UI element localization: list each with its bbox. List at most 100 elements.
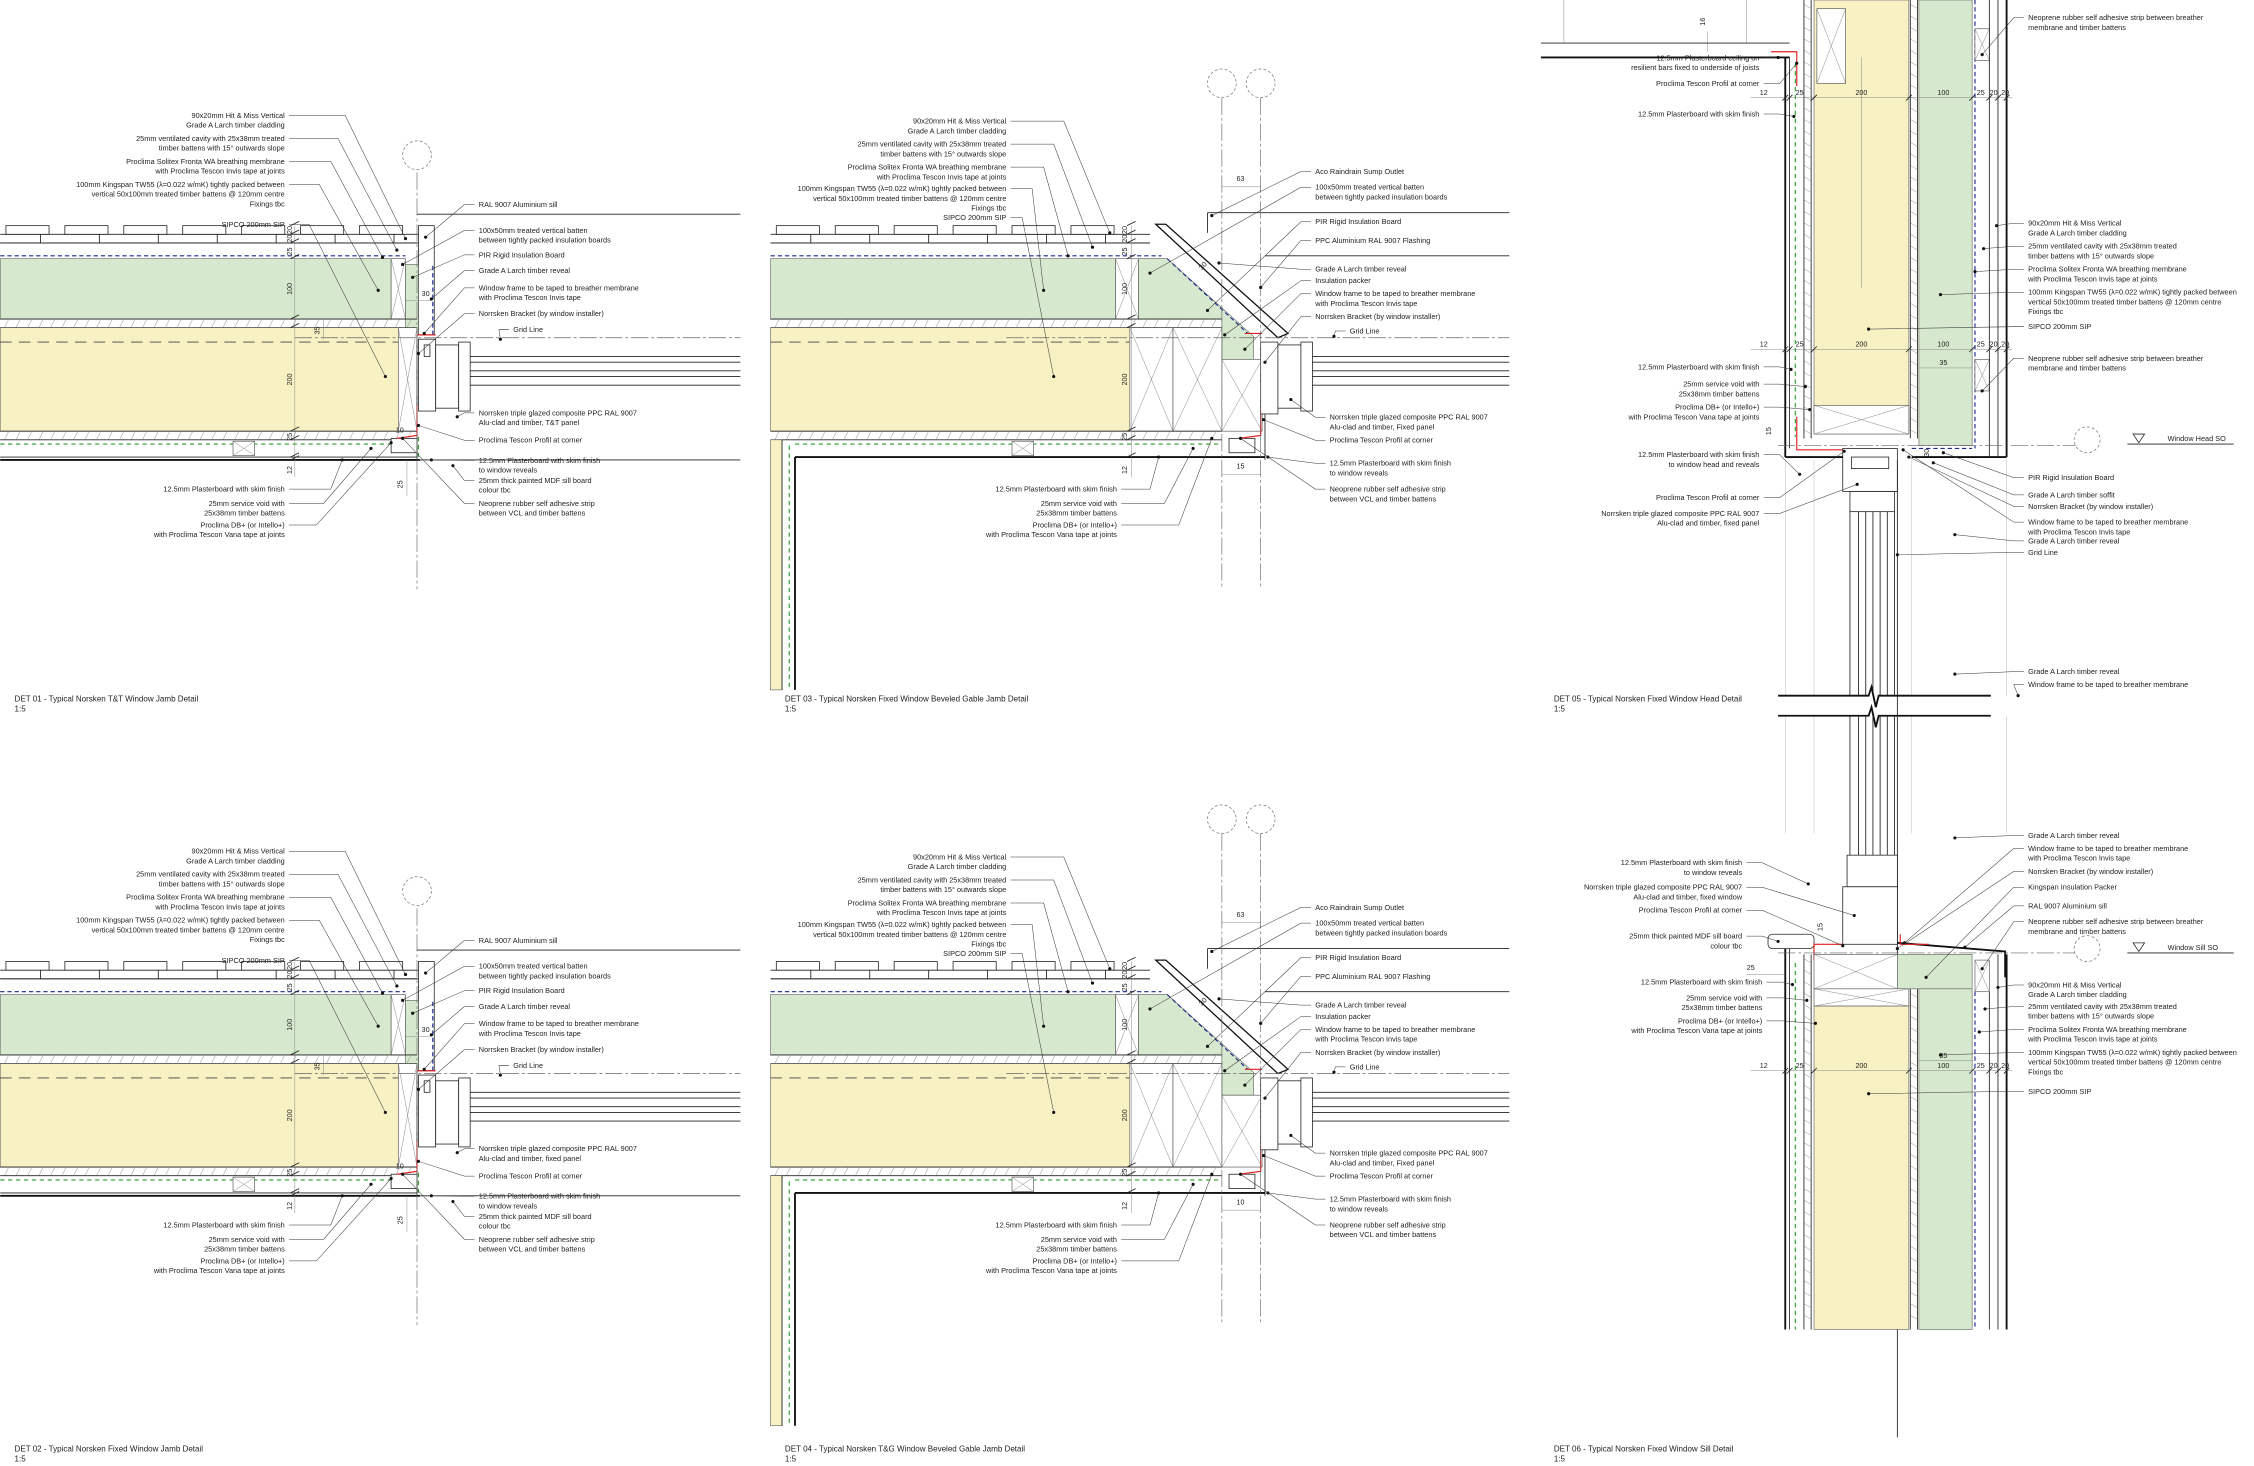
osb-hatch	[84, 318, 90, 328]
leader-dot	[1792, 114, 1796, 118]
osb-hatch	[1803, 4, 1812, 9]
osb-hatch	[50, 318, 56, 328]
dimension-value: 15	[1237, 463, 1245, 471]
leader-dot	[1205, 308, 1210, 313]
leader-line	[1121, 438, 1213, 526]
leader-dot	[1243, 347, 1247, 351]
osb-hatch	[1108, 431, 1113, 440]
osb-hatch	[924, 431, 929, 440]
break-line	[1778, 683, 1991, 708]
osb-hatch	[1910, 153, 1918, 159]
leader-line	[1746, 886, 1855, 916]
osb-hatch	[1085, 1166, 1090, 1176]
osb-hatch	[1188, 1054, 1194, 1064]
dimension-tick	[1968, 94, 1976, 101]
leader-dot	[1157, 455, 1161, 459]
dimension-tick	[290, 254, 300, 260]
osb-hatch	[222, 1166, 228, 1176]
osb-hatch	[188, 431, 193, 440]
leader-line	[1263, 1155, 1326, 1177]
osb-hatch	[947, 431, 952, 440]
annotation-label: SIPCO 200mm SIP	[2028, 1087, 2091, 1096]
osb-hatch	[901, 318, 906, 328]
leader-line	[1897, 552, 2024, 556]
dimension-value: 35	[313, 327, 321, 335]
leader-line	[1010, 856, 1110, 969]
annotation-label: resilient bars fixed to underside of joi…	[1631, 63, 1760, 72]
osb-hatch	[1910, 107, 1918, 113]
osb-hatch	[130, 1166, 136, 1176]
annotation-label: Grade A Larch timber reveal	[1315, 1001, 1407, 1010]
annotation-label: with Proclima Tescon Invis tape at joint…	[876, 908, 1007, 917]
dimension-tick	[2003, 1067, 2010, 1074]
leader-dot	[1210, 1172, 1214, 1176]
annotation-label: timber battens with 15° outwards slope	[880, 885, 1006, 894]
osb-hatch	[1803, 291, 1812, 297]
tescon-profil	[1770, 51, 1798, 87]
leader-line	[423, 1023, 475, 1070]
leader-dot	[1931, 461, 1935, 465]
dimension-tick	[290, 322, 300, 329]
dimension-value: 25	[1977, 89, 1985, 97]
osb-hatch	[1096, 1054, 1102, 1064]
leader-line	[1240, 1174, 1326, 1226]
osb-hatch	[774, 1054, 780, 1064]
leader-dot	[1842, 449, 1846, 453]
dimension-value: 20	[1990, 1062, 1998, 1070]
dimension-tick	[290, 1188, 300, 1194]
osb-hatch	[832, 1166, 837, 1176]
pir-insulation	[405, 1000, 419, 1072]
leader-line	[1897, 871, 2024, 949]
leader-line	[1964, 905, 2024, 948]
cladding-board	[893, 225, 938, 235]
osb-hatch	[832, 431, 837, 440]
osb-hatch	[1803, 211, 1812, 216]
dimension-value: 200	[1855, 1062, 1867, 1070]
leader-line	[1983, 245, 2024, 249]
osb-hatch	[211, 1166, 216, 1176]
osb-hatch	[1073, 1054, 1079, 1064]
leader-dot	[1259, 1021, 1263, 1025]
osb-hatch	[1910, 188, 1918, 193]
osb-hatch	[1039, 431, 1044, 440]
osb-hatch	[1910, 349, 1918, 354]
leader-line	[1763, 63, 1797, 85]
osb-hatch	[1154, 431, 1159, 440]
sip-core	[0, 327, 399, 432]
osb-hatch	[866, 431, 872, 440]
annotation-label: 12.5mm Plasterboard with skim finish	[163, 1220, 284, 1229]
dimension-tick	[1126, 1058, 1136, 1064]
osb-hatch	[1803, 188, 1812, 193]
osb-hatch	[349, 431, 354, 440]
osb-hatch	[280, 1054, 285, 1064]
osb-hatch	[1910, 1291, 1918, 1297]
osb-hatch	[1085, 318, 1090, 328]
detail-scale: 1:5	[15, 704, 27, 713]
osb-hatch	[176, 318, 182, 328]
annotation-label: 25mm service void with	[1041, 499, 1117, 508]
leader-dot	[1867, 1092, 1871, 1096]
leader-dot	[1806, 882, 1810, 886]
annotation-label: Fixings tbc	[971, 940, 1006, 949]
leader-line	[423, 287, 475, 334]
annotation-label: 25mm thick painted MDF sill board	[479, 476, 592, 485]
osb-hatch	[257, 1054, 262, 1064]
annotation-label: Fixings tbc	[2028, 1067, 2063, 1076]
osb-hatch	[199, 1054, 205, 1064]
osb-hatch	[1803, 1280, 1812, 1286]
dimension-tick	[1905, 346, 1913, 353]
osb-hatch	[176, 1166, 182, 1176]
window-sash	[1277, 344, 1302, 409]
osb-hatch	[1803, 1188, 1812, 1194]
annotation-label: 25x38mm timber battens	[1036, 1245, 1117, 1254]
leader-line	[1264, 1052, 1311, 1099]
annotation-label: 25mm ventilated cavity with 25x38mm trea…	[2028, 1002, 2177, 1011]
window-head-frame	[1842, 448, 1898, 492]
dimension-tick	[1986, 94, 1993, 101]
leader-line	[1940, 1052, 2024, 1056]
osb-hatch	[1910, 73, 1918, 78]
osb-hatch	[797, 431, 803, 440]
leader-dot	[1973, 270, 1977, 274]
leader-dot	[1289, 1133, 1293, 1138]
